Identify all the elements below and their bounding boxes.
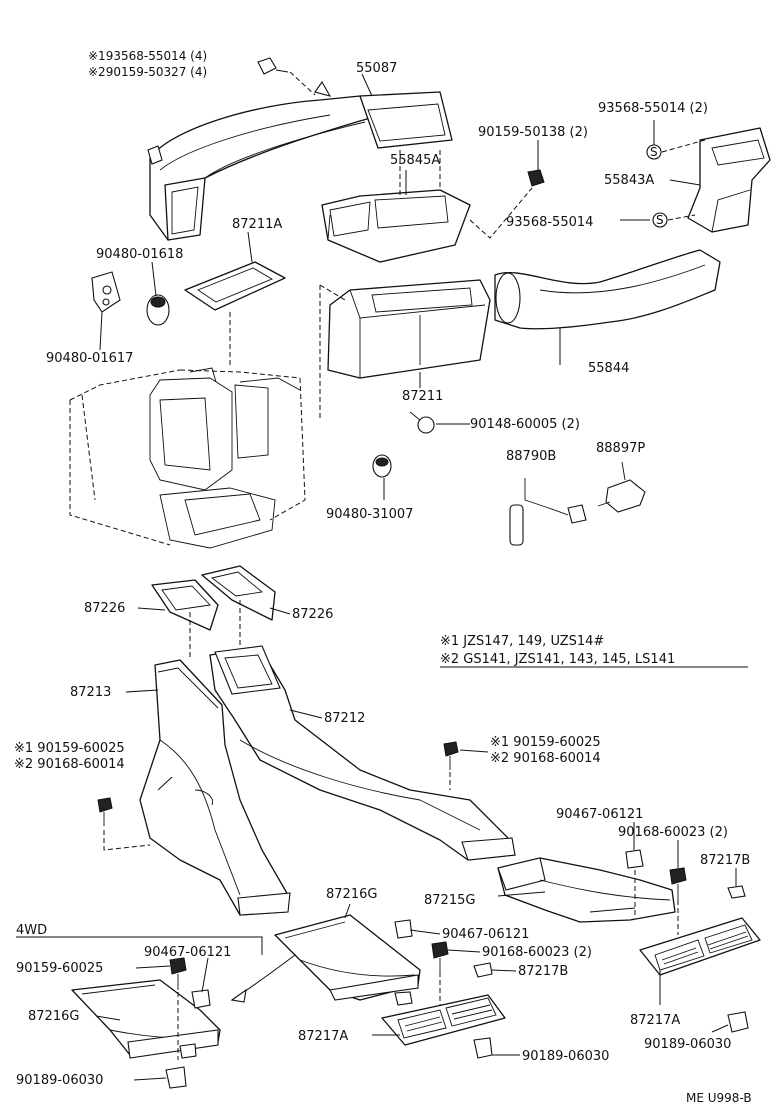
label-90480-01617: 90480-01617 xyxy=(46,351,133,366)
label-87211A: 87211A xyxy=(232,217,282,232)
duct-87213 xyxy=(139,659,291,916)
sensor-88897P-icon xyxy=(597,461,646,513)
clip-90189-06030-right-icon xyxy=(727,1011,749,1033)
heater-unit-outline xyxy=(69,367,306,549)
grille-87217A-mid xyxy=(381,994,506,1046)
legend-note-2: ※2 GS141, JZS141, 143, 145, LS141 xyxy=(440,652,675,667)
case-87211 xyxy=(327,279,491,379)
duct-55845A xyxy=(321,189,471,263)
duct-87216G-4wd xyxy=(71,979,221,1059)
label-55845A: 55845A xyxy=(390,153,440,168)
label-4wd: 4WD xyxy=(16,923,47,938)
label-90148-60005: 90148-60005 (2) xyxy=(470,417,580,432)
label-90189-06030-right: 90189-06030 xyxy=(644,1037,731,1052)
duct-87212 xyxy=(209,645,516,861)
label-55844: 55844 xyxy=(588,361,629,376)
label-90480-01618: 90480-01618 xyxy=(96,247,183,262)
clip-87217B-right-icon xyxy=(727,885,746,899)
clip-90189-06030-4wd-icon xyxy=(165,1066,187,1089)
screw-90168-60023-right-icon xyxy=(669,867,687,900)
label-right-s2: ※2 90168-60014 xyxy=(490,751,601,766)
screw-90148-60005-icon xyxy=(409,411,435,434)
grommet-90480-31007-icon xyxy=(372,454,392,478)
label-87226-right: 87226 xyxy=(292,607,333,622)
duct-87216G-mid xyxy=(274,914,421,1006)
screw-left-mid-icon xyxy=(97,797,113,826)
svg-text:S: S xyxy=(656,213,664,227)
label-90168-60023-right: 90168-60023 (2) xyxy=(618,825,728,840)
label-55087: 55087 xyxy=(356,61,397,76)
grommet-90480-01618-icon xyxy=(146,294,170,326)
screw-90159-50138-icon xyxy=(527,169,545,187)
label-90168-60023-mid: 90168-60023 (2) xyxy=(482,945,592,960)
label-93568-55014: 93568-55014 xyxy=(506,215,593,230)
label-87213: 87213 xyxy=(70,685,111,700)
label-left-s2: ※2 90168-60014 xyxy=(14,757,125,772)
label-87211: 87211 xyxy=(402,389,443,404)
grille-87217A-right xyxy=(639,917,761,976)
label-90159-50138-2: 90159-50138 (2) xyxy=(478,125,588,140)
clip-s-lower-icon: S xyxy=(652,212,668,228)
label-note-s1-a: ※193568-55014 (4) xyxy=(88,49,207,63)
label-note-s2-a: ※290159-50327 (4) xyxy=(88,65,207,79)
svg-text:S: S xyxy=(650,145,658,159)
label-87217B-mid: 87217B xyxy=(518,964,568,979)
label-87217B-right: 87217B xyxy=(700,853,750,868)
label-87217A-right: 87217A xyxy=(630,1013,680,1028)
seal-87226-right xyxy=(201,565,276,621)
diagram-code: ME U998-B xyxy=(686,1091,752,1105)
label-55843A: 55843A xyxy=(604,173,654,188)
label-88897P: 88897P xyxy=(596,441,645,456)
label-87215G: 87215G xyxy=(424,893,475,908)
label-90467-06121-mid: 90467-06121 xyxy=(442,927,529,942)
label-90467-06121-4wd: 90467-06121 xyxy=(144,945,231,960)
label-87216G-mid: 87216G xyxy=(326,887,377,902)
clip-s-upper-icon: S xyxy=(646,144,662,160)
label-90159-60025-4wd: 90159-60025 xyxy=(16,961,103,976)
screw-90159-60025-4wd-icon xyxy=(169,957,187,990)
screw-90168-60023-mid-icon xyxy=(431,941,449,972)
clip-87217B-mid-icon xyxy=(473,962,493,978)
sensor-88790B-icon xyxy=(509,478,587,546)
nut-90467-06121-right-icon xyxy=(625,849,644,869)
duct-55087 xyxy=(147,80,453,241)
legend-note-1: ※1 JZS147, 149, UZS14# xyxy=(440,634,604,649)
clip-90189-06030-mid-icon xyxy=(473,1037,493,1059)
duct-87215G xyxy=(497,857,676,923)
gasket-87211A-icon xyxy=(184,261,286,311)
label-87216G-4wd: 87216G xyxy=(28,1009,79,1024)
nut-90467-06121-4wd-icon xyxy=(191,989,211,1009)
seal-87226-left xyxy=(151,579,219,631)
label-right-s1: ※1 90159-60025 xyxy=(490,735,601,750)
label-90480-31007: 90480-31007 xyxy=(326,507,413,522)
label-87217A-mid: 87217A xyxy=(298,1029,348,1044)
grommet-90480-01617-icon xyxy=(91,271,121,313)
label-88790B: 88790B xyxy=(506,449,556,464)
label-90189-06030-4wd: 90189-06030 xyxy=(16,1073,103,1088)
duct-55844 xyxy=(494,249,721,330)
duct-55843A xyxy=(687,127,771,233)
label-87226-left: 87226 xyxy=(84,601,125,616)
label-87212: 87212 xyxy=(324,711,365,726)
label-90189-06030-mid: 90189-06030 xyxy=(522,1049,609,1064)
screw-right-mid-icon xyxy=(443,741,459,770)
screw-top-left-icon xyxy=(257,57,289,75)
label-93568-55014-2: 93568-55014 (2) xyxy=(598,101,708,116)
label-90467-06121-right: 90467-06121 xyxy=(556,807,643,822)
label-left-s1: ※1 90159-60025 xyxy=(14,741,125,756)
nut-90467-06121-mid-icon xyxy=(394,919,413,939)
